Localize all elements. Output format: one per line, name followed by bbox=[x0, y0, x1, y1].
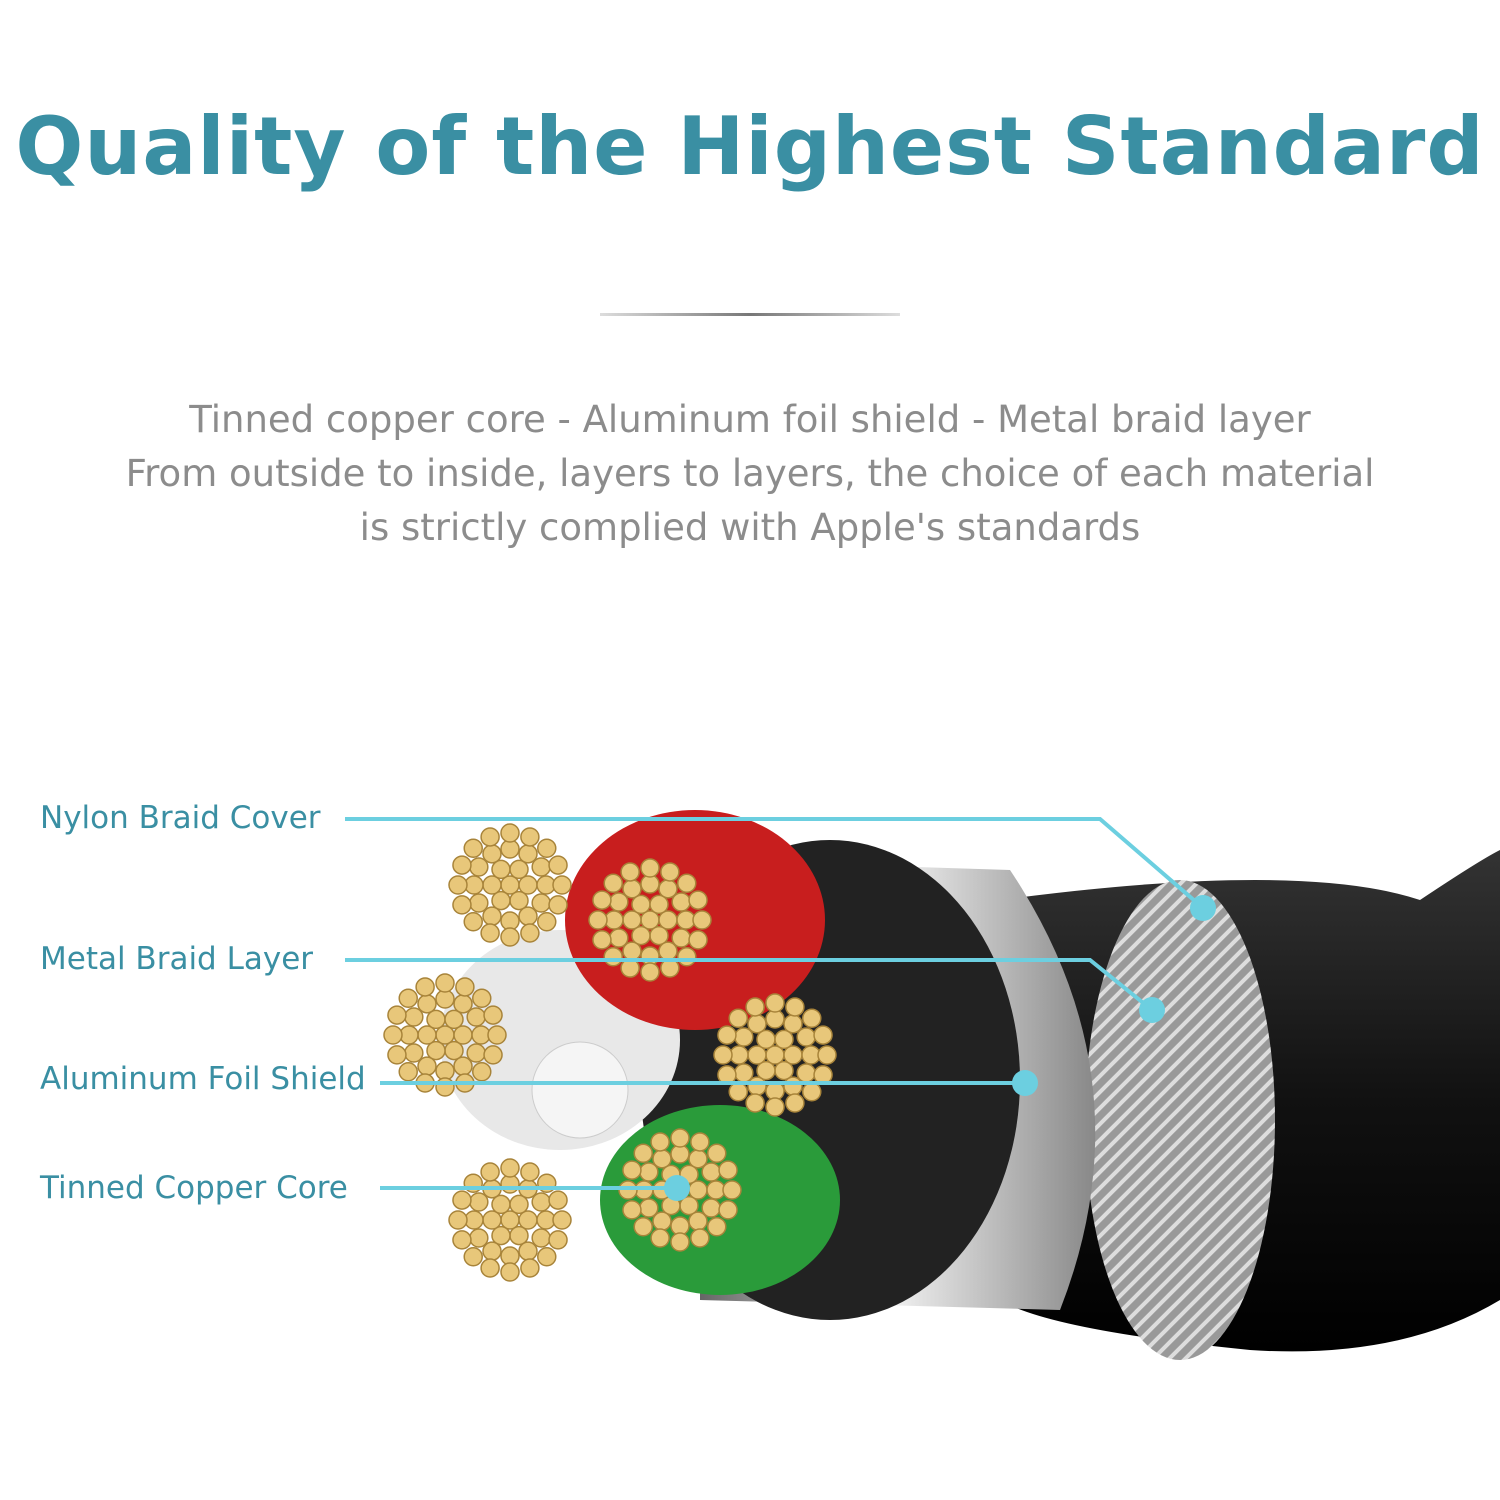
callout-label-aluminum-foil-shield: Aluminum Foil Shield bbox=[40, 1061, 366, 1097]
copper-bundle bbox=[383, 973, 507, 1097]
callout-line-nylon bbox=[345, 817, 1205, 910]
callout-dot-metal bbox=[1139, 997, 1165, 1023]
copper-bundle bbox=[588, 858, 712, 982]
callout-label-nylon-braid-cover: Nylon Braid Cover bbox=[40, 800, 321, 836]
callout-label-metal-braid-layer: Metal Braid Layer bbox=[40, 941, 314, 977]
description-line-2: From outside to inside, layers to layers… bbox=[125, 452, 1375, 495]
page-title: Quality of the Highest Standard bbox=[15, 100, 1485, 193]
copper-bundle bbox=[448, 823, 572, 947]
callout-lines bbox=[345, 817, 1205, 1190]
divider bbox=[600, 313, 900, 316]
tinned-copper-bundles bbox=[383, 823, 837, 1282]
callout-dot-foil bbox=[1012, 1070, 1038, 1096]
copper-bundle bbox=[448, 1158, 572, 1282]
copper-bundle bbox=[713, 993, 837, 1117]
callout-label-tinned-copper-core: Tinned Copper Core bbox=[40, 1170, 348, 1206]
callout-dot-nylon bbox=[1190, 895, 1216, 921]
description-line-1: Tinned copper core - Aluminum foil shiel… bbox=[189, 398, 1311, 441]
description-line-3: is strictly complied with Apple's standa… bbox=[359, 506, 1141, 549]
callout-line-metal bbox=[345, 958, 1154, 1012]
callout-dot-copper bbox=[664, 1175, 690, 1201]
metal-braid-layer bbox=[1085, 880, 1275, 1360]
